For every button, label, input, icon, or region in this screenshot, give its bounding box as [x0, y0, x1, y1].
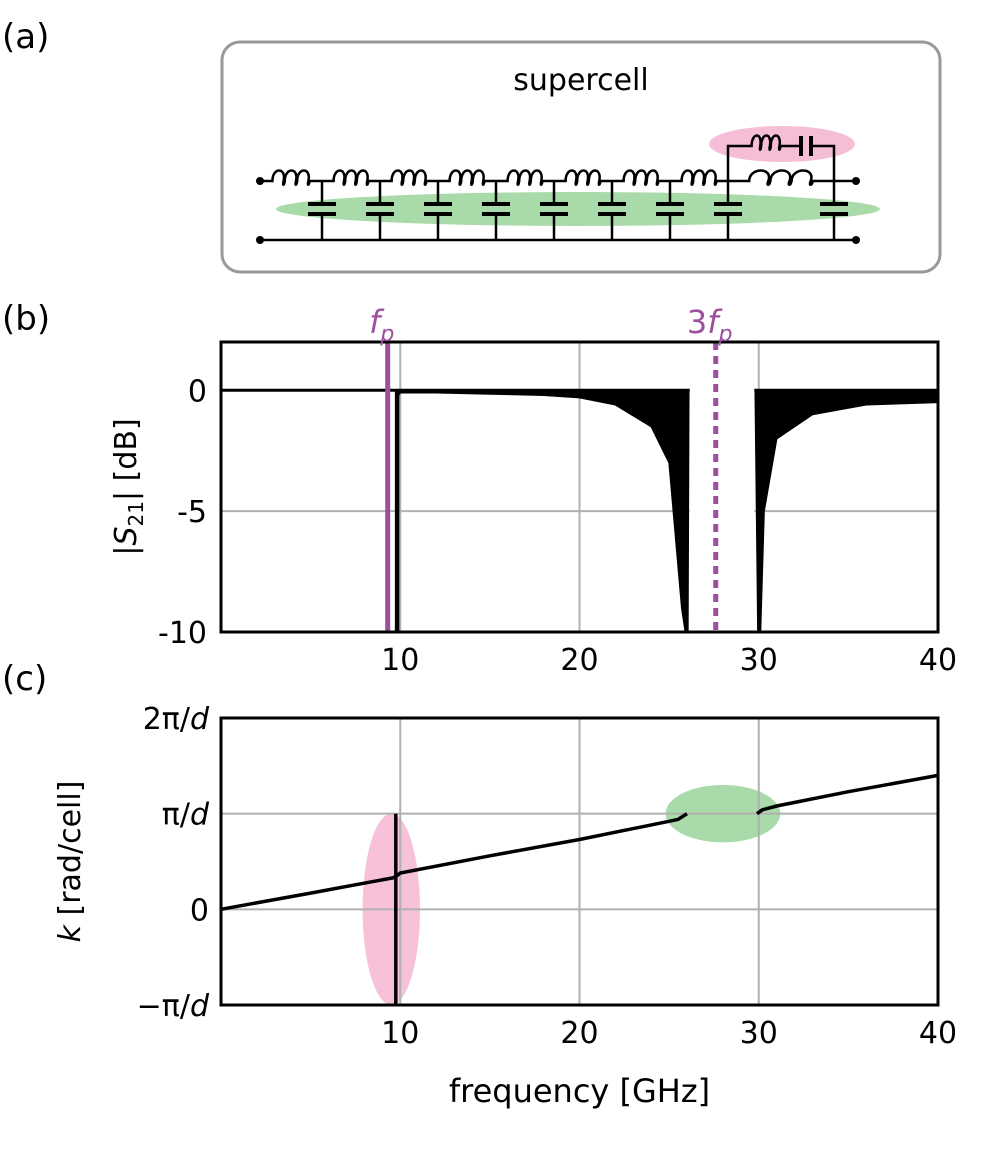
- supercell-title: supercell: [513, 63, 648, 98]
- label-3fp-sub: p: [718, 322, 733, 347]
- ytick-main: −π/: [137, 989, 191, 1024]
- supercell-box: [220, 40, 942, 274]
- x-tick-label: 10: [381, 643, 419, 678]
- inductor: [612, 169, 670, 186]
- y-tick-label: -10: [158, 616, 207, 651]
- port-dot: [852, 236, 860, 244]
- wire: [726, 144, 742, 181]
- x-tick-label: 30: [740, 1016, 778, 1051]
- panel-label-b: (b): [2, 299, 50, 339]
- port-dot: [256, 236, 264, 244]
- ytick-main: 2π/: [143, 702, 191, 737]
- wire: [812, 144, 836, 181]
- x-tick-label: 40: [919, 1016, 957, 1051]
- x-tick-label: 40: [919, 643, 957, 678]
- pink-highlight-ellipse: [709, 126, 855, 162]
- ylabel-bar: |: [109, 546, 144, 556]
- label-fp: fp: [369, 303, 394, 347]
- ytick-main: 0: [190, 893, 209, 928]
- ylabel-sub: 21: [124, 501, 148, 526]
- label-3fp-prefix: 3: [687, 303, 707, 341]
- y-tick-label: −π/d: [137, 989, 210, 1024]
- inductor: [438, 169, 496, 186]
- y-tick-label: 0: [190, 893, 209, 928]
- y-tick-label: 0: [188, 374, 207, 409]
- y-tick-label: 2π/d: [143, 702, 210, 737]
- inductor: [670, 169, 728, 186]
- inductor: [496, 169, 554, 186]
- stopband-gap: [689, 344, 755, 632]
- x-tick-label: 20: [560, 643, 598, 678]
- x-tick-label: 20: [560, 1016, 598, 1051]
- ylabel-k: k: [53, 923, 88, 942]
- axes-frame: [219, 340, 940, 634]
- inductor: [322, 169, 380, 186]
- y-axis-label: |S21| [dB]: [109, 418, 148, 555]
- x-tick-label: 30: [740, 643, 778, 678]
- ylabel-unit: [dB]: [109, 418, 144, 491]
- ytick-main: π/: [162, 798, 191, 833]
- ytick-var: d: [190, 989, 210, 1024]
- dispersion-lower-branch: [220, 812, 688, 912]
- panel-label-c: (c): [2, 659, 47, 699]
- ylabel-s: S: [109, 526, 144, 545]
- y-tick-label: -5: [177, 495, 207, 530]
- ytick-var: d: [190, 798, 210, 833]
- axes-frame: [219, 716, 940, 1007]
- ylabel-bar2: |: [109, 491, 144, 501]
- inductor: [380, 169, 438, 186]
- circuit-diagram: [256, 126, 880, 244]
- label-fp-sub: p: [379, 322, 394, 347]
- y-axis-label: k [rad/cell]: [53, 781, 88, 943]
- green-highlight-ellipse: [276, 192, 880, 226]
- panel-label-a: (a): [2, 17, 49, 57]
- series-inductor: [742, 134, 790, 151]
- x-tick-label: 10: [381, 1016, 419, 1051]
- inductor: [728, 169, 834, 186]
- transmission-fill-lower: [397, 388, 692, 633]
- y-tick-label: π/d: [162, 798, 210, 833]
- x-axis-label: frequency [GHz]: [449, 1072, 710, 1110]
- s21-notch-fp: [394, 390, 400, 632]
- inductor: [260, 169, 322, 186]
- dispersion-upper-branch: [755, 773, 939, 816]
- ytick-var: d: [190, 702, 210, 737]
- label-3fp: 3fp: [687, 303, 733, 347]
- ylabel-unit: [rad/cell]: [53, 781, 88, 925]
- inductor: [554, 169, 612, 186]
